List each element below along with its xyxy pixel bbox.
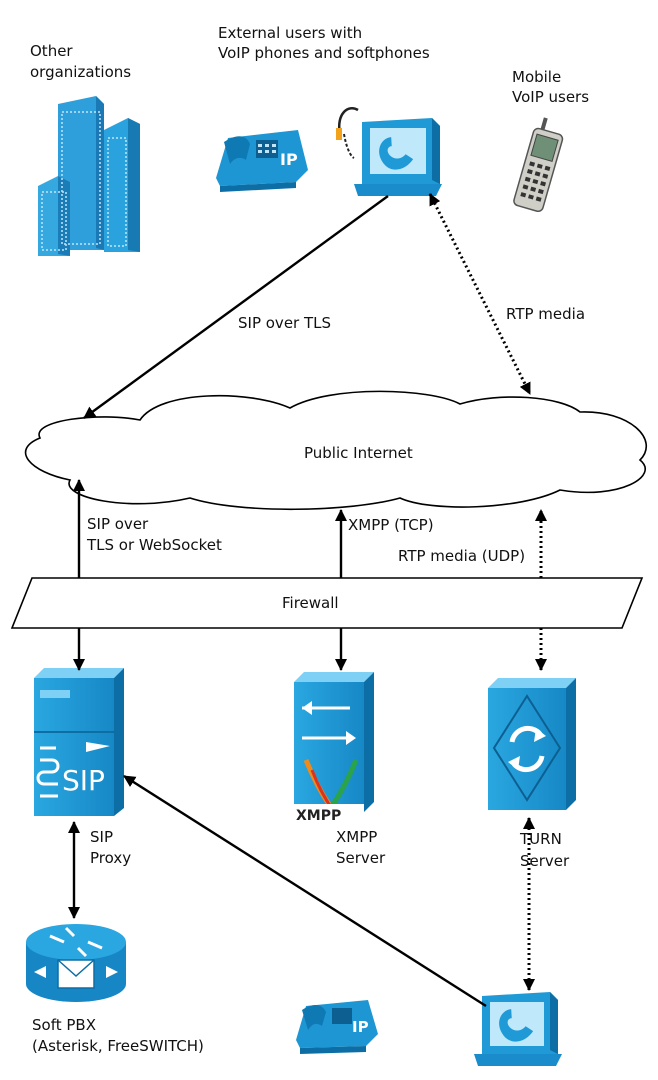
ip-phone-icon: IP: [296, 1000, 378, 1054]
softphone-sip-arrow: [123, 774, 487, 1008]
label-firewall: Firewall: [282, 594, 339, 612]
softphone-computer-icon: [336, 107, 442, 196]
ip-badge: IP: [352, 1018, 369, 1036]
label-rtp-media-udp: RTP media (UDP): [398, 547, 525, 565]
label-sip-over-tls-websocket: SIP over TLS or WebSocket: [86, 515, 222, 554]
label-public-internet: Public Internet: [304, 444, 413, 462]
label-rtp-media: RTP media: [506, 305, 585, 323]
label-mobile-users: Mobile VoIP users: [512, 68, 589, 106]
label-turn-server: TURN Server: [519, 830, 570, 870]
label-other-organizations: Other organizations: [30, 42, 131, 81]
label-sip-proxy: SIP Proxy: [90, 828, 131, 867]
label-xmpp-tcp: XMPP (TCP): [348, 516, 434, 534]
label-soft-pbx: Soft PBX (Asterisk, FreeSWITCH): [32, 1016, 204, 1055]
label-xmpp-server: XMPP Server: [336, 828, 386, 867]
mobile-phone-icon: [513, 117, 564, 213]
turn-server-icon: [488, 678, 576, 810]
public-internet-cloud: [24, 390, 647, 511]
sip-logo: SIP: [62, 764, 105, 797]
rtp-media-top-arrow: [428, 193, 532, 395]
firewall-bar: [10, 577, 644, 629]
softphone-computer-icon: [474, 992, 562, 1066]
xmpp-logo: XMPP: [296, 808, 341, 824]
xmpp-server-icon: XMPP: [294, 672, 374, 824]
label-sip-over-tls: SIP over TLS: [238, 314, 331, 332]
ip-badge: IP: [280, 150, 298, 169]
sip-over-tls-arrow: [83, 195, 389, 419]
ip-phone-icon: IP: [216, 130, 308, 192]
soft-pbx-router-icon: [26, 924, 126, 1002]
label-external-users: External users with VoIP phones and soft…: [218, 24, 430, 62]
sip-proxy-server-icon: SIP: [34, 668, 124, 816]
building-icon: [38, 96, 140, 256]
